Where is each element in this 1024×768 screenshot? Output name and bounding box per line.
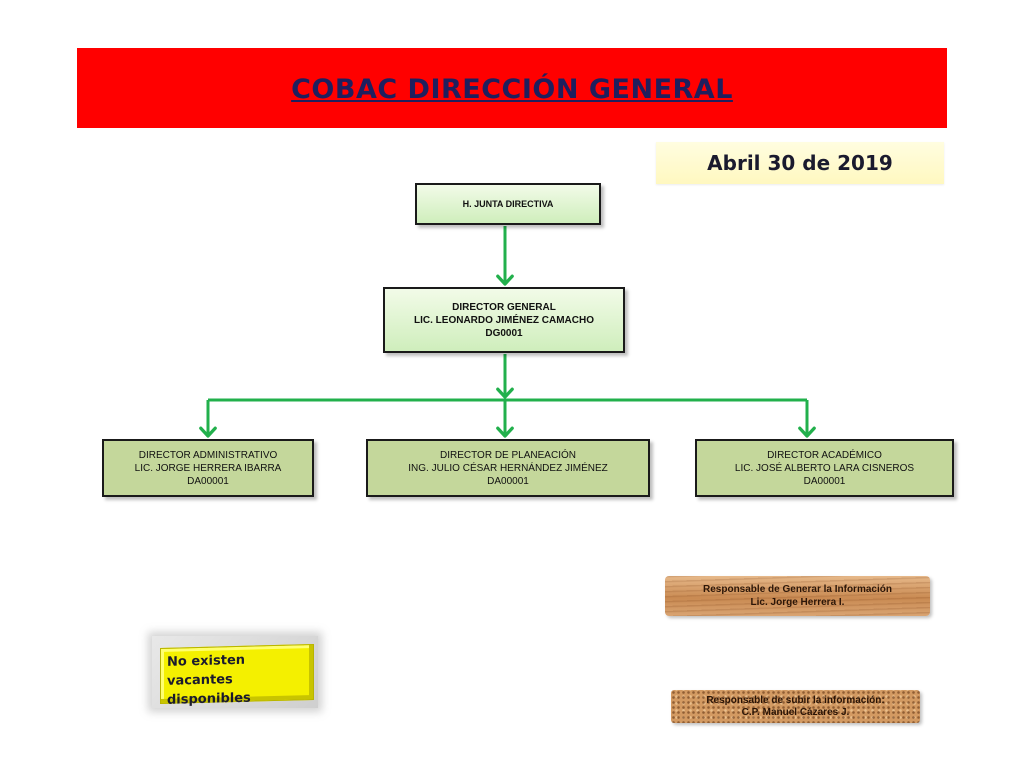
node-junta-directiva: H. JUNTA DIRECTIVA	[415, 183, 601, 225]
node-title: DIRECTOR DE PLANEACIÓN	[440, 449, 576, 461]
node-title: DIRECTOR ACADÉMICO	[767, 449, 882, 461]
node-code: DA00001	[187, 475, 229, 487]
node-title: DIRECTOR GENERAL	[452, 301, 556, 313]
vacantes-line1: No existen vacantes	[167, 652, 246, 689]
date-label: Abril 30 de 2019	[707, 151, 893, 175]
note-heading: Responsable de Generar la Información	[703, 584, 892, 595]
node-code: DG0001	[485, 327, 523, 339]
node-person: ING. JULIO CÉSAR HERNÁNDEZ JIMÉNEZ	[408, 462, 608, 474]
node-title: H. JUNTA DIRECTIVA	[462, 198, 554, 209]
node-code: DA00001	[487, 475, 529, 487]
note-person: C.P. Manuel Cázares J.	[741, 706, 850, 718]
node-person: LIC. LEONARDO JIMÉNEZ CAMACHO	[414, 314, 594, 326]
note-person: Lic. Jorge Herrera I.	[750, 597, 845, 608]
vacantes-line2: disponibles	[167, 690, 251, 708]
vacantes-badge: No existen vacantes disponibles	[160, 643, 314, 708]
header-banner: COBAC DIRECCIÓN GENERAL	[77, 48, 947, 128]
node-director-academico: DIRECTOR ACADÉMICO LIC. JOSÉ ALBERTO LAR…	[695, 439, 954, 497]
node-director-general: DIRECTOR GENERAL LIC. LEONARDO JIMÉNEZ C…	[383, 287, 625, 353]
note-heading: Responsable de subir la información:	[706, 694, 885, 706]
page-title: COBAC DIRECCIÓN GENERAL	[291, 73, 733, 105]
node-person: LIC. JORGE HERRERA IBARRA	[134, 462, 282, 474]
note-responsable-subir: Responsable de subir la información: C.P…	[671, 690, 920, 723]
node-director-administrativo: DIRECTOR ADMINISTRATIVO LIC. JORGE HERRE…	[102, 439, 314, 497]
date-box: Abril 30 de 2019	[656, 142, 944, 184]
node-director-planeacion: DIRECTOR DE PLANEACIÓN ING. JULIO CÉSAR …	[366, 439, 650, 497]
node-person: LIC. JOSÉ ALBERTO LARA CISNEROS	[734, 462, 915, 474]
note-responsable-generar: Responsable de Generar la Información Li…	[665, 576, 930, 616]
node-title: DIRECTOR ADMINISTRATIVO	[138, 449, 278, 461]
node-code: DA00001	[803, 475, 846, 487]
